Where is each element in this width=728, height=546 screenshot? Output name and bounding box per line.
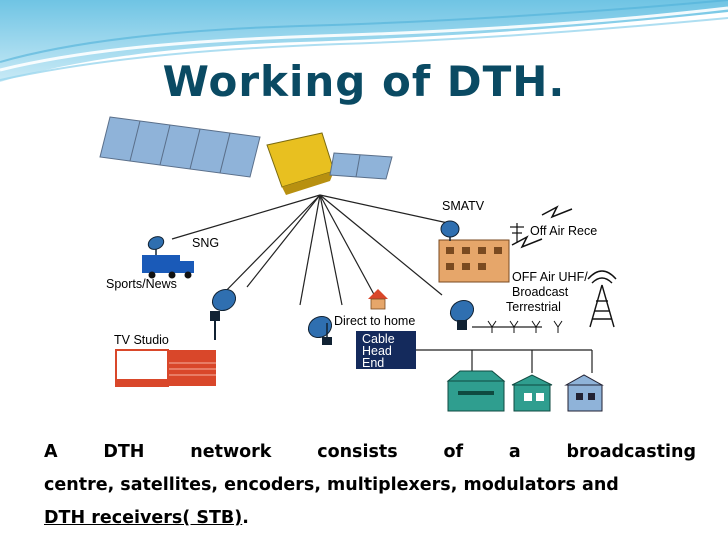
home-icon — [368, 289, 388, 310]
direct-to-home-label: Direct to home — [334, 314, 415, 328]
end-label: End — [362, 356, 384, 370]
smatv-building-icon — [438, 220, 510, 283]
off-air-rece-label: Off Air Rece — [530, 224, 597, 238]
body-paragraph: A DTH network consists of a broadcasting… — [44, 436, 696, 535]
terrestrial-label: Terrestrial — [506, 300, 561, 314]
dth-network-diagram: SMATV Off Air Rece SNG Sports/News OFF A… — [72, 115, 656, 415]
small-antennas-icon — [487, 320, 563, 333]
receiver-house-2-icon — [511, 374, 553, 412]
sports-news-label: Sports/News — [106, 277, 177, 291]
cable-headend-box — [356, 331, 416, 369]
sng-dish-icon — [147, 236, 165, 255]
cable-label: Cable — [362, 332, 395, 346]
cable-distribution-lines — [416, 326, 593, 373]
broadcast-label: Broadcast — [512, 285, 569, 299]
body-line-1: A DTH network consists of a broadcasting — [44, 442, 696, 462]
broadcast-tower-icon — [587, 270, 617, 328]
header-waves — [0, 0, 728, 82]
smatv-label: SMATV — [442, 199, 485, 213]
receiver-house-1-icon — [446, 370, 506, 412]
off-air-antenna-icon — [510, 223, 524, 243]
head-label: Head — [362, 344, 392, 358]
satellite-icon — [99, 116, 393, 195]
tv-studio-label: TV Studio — [114, 333, 169, 347]
off-air-zigzag-icon — [511, 205, 573, 249]
receiver-house-3-icon — [564, 374, 604, 412]
studio-uplink-dish-icon — [210, 288, 237, 340]
body-line-2: centre, satellites, encoders, multiplexe… — [44, 475, 619, 495]
body-line-3-rest: . — [242, 508, 249, 528]
sng-label: SNG — [192, 236, 219, 250]
cable-headend-dish-icon — [449, 299, 475, 330]
body-line-3-underlined: DTH receivers( STB) — [44, 508, 243, 528]
tv-studio-building-icon — [115, 349, 216, 387]
dth-dish-icon — [307, 315, 333, 345]
signal-lines — [171, 194, 458, 306]
sng-truck-icon — [142, 255, 194, 279]
slide-title: Working of DTH. — [162, 57, 566, 106]
off-air-uhf-label: OFF Air UHF/ — [512, 270, 588, 284]
